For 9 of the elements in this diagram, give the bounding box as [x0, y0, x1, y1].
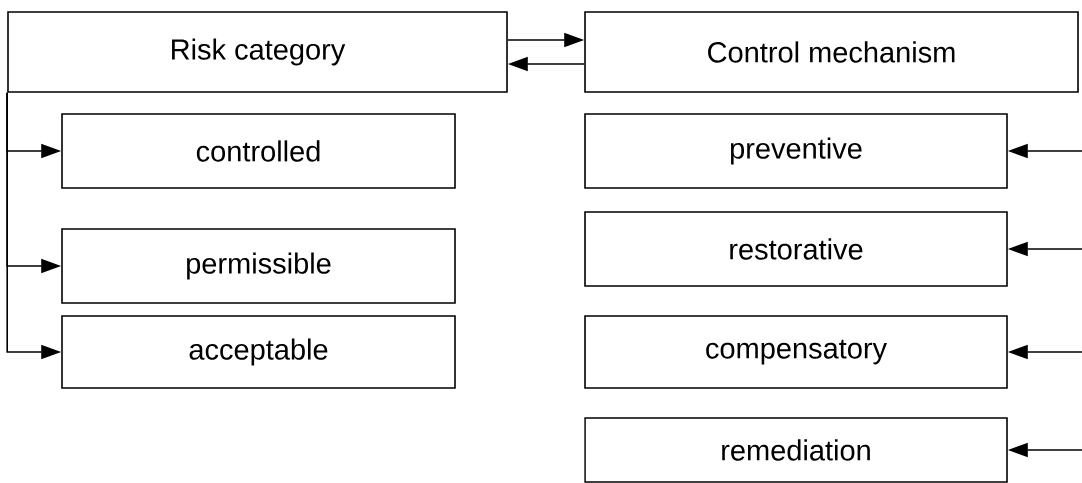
category-box: Risk category — [7, 11, 508, 93]
item-box: remediation — [584, 417, 1008, 483]
category-box: Control mechanism — [584, 11, 1079, 93]
item-box: acceptable — [61, 315, 456, 389]
item-box: controlled — [61, 113, 456, 189]
item-box: preventive — [584, 113, 1008, 189]
item-box: restorative — [584, 211, 1008, 287]
item-box: compensatory — [584, 315, 1008, 389]
item-box: permissible — [61, 228, 456, 304]
